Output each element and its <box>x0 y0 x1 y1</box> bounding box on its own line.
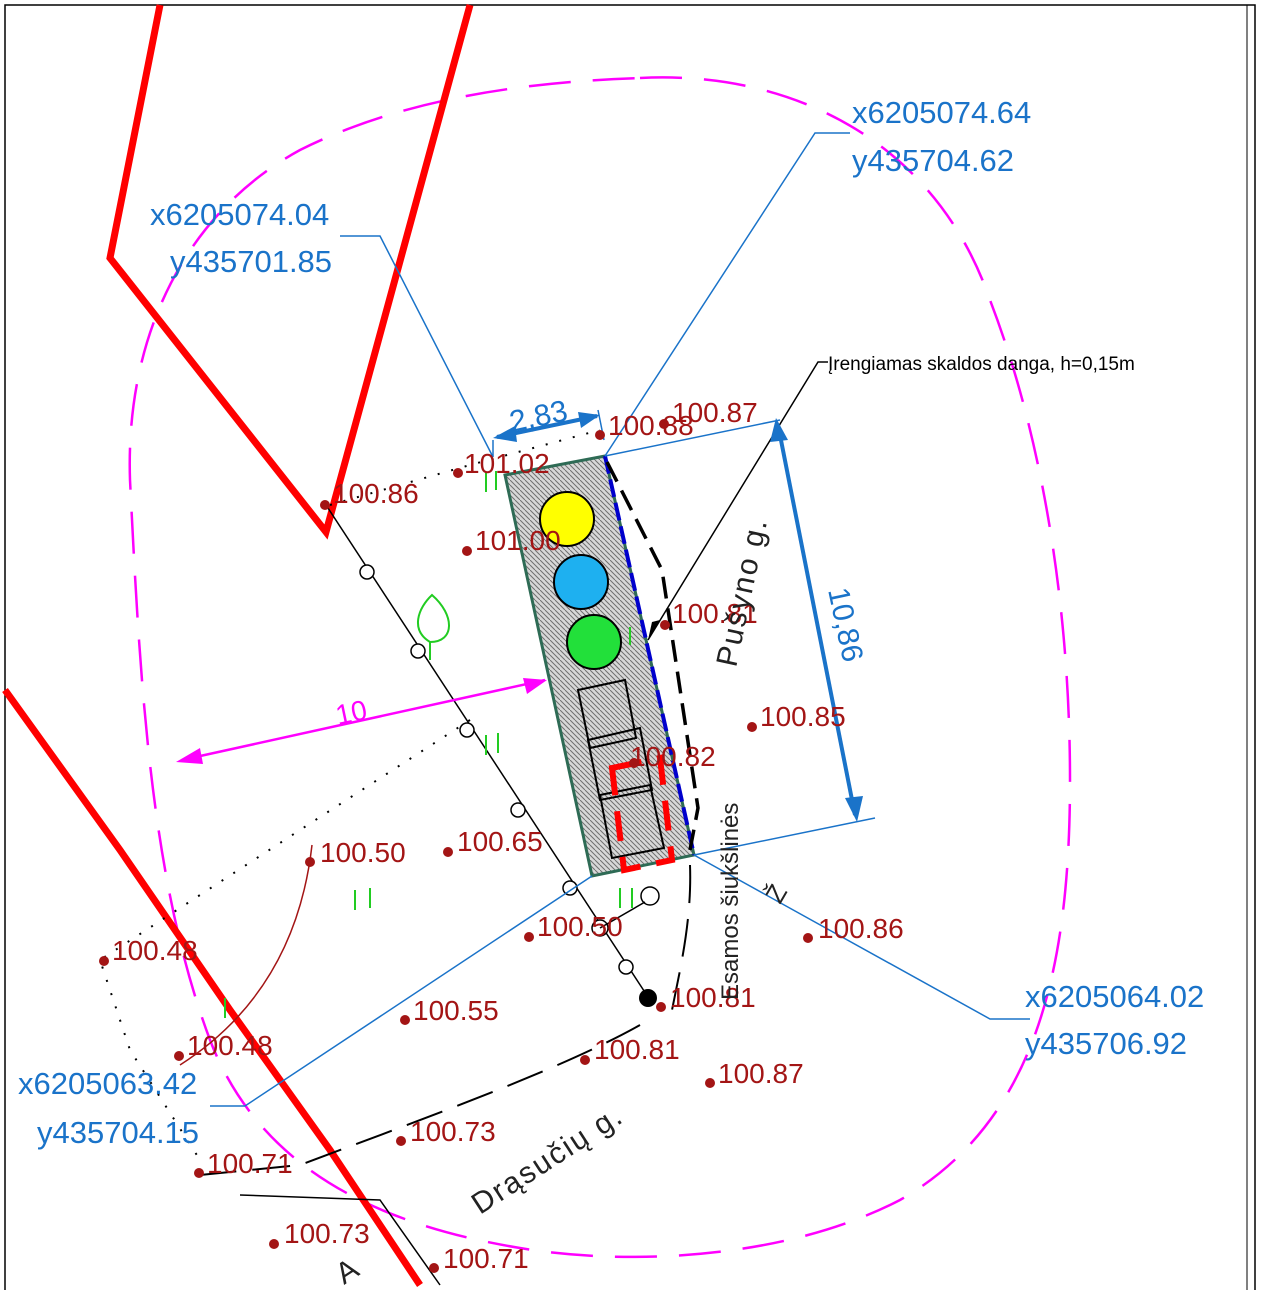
parcel-boundary-south <box>2 687 423 1287</box>
leader-ne <box>604 132 850 457</box>
protection-zone <box>128 76 1072 1259</box>
elev-9: 100.50 <box>320 837 406 868</box>
leader-lines <box>210 132 1030 1107</box>
elev-6: 100.81 <box>672 598 758 629</box>
elev-14: 100.55 <box>413 995 499 1026</box>
existing-bins-outline <box>608 754 676 874</box>
elev-3: 101.02 <box>464 448 550 479</box>
elev-15: 100.81 <box>670 982 756 1013</box>
elev-18: 100.87 <box>718 1058 804 1089</box>
elev-2: 100.88 <box>608 410 694 441</box>
north-mark: Ž <box>759 878 794 908</box>
elev-19: 100.73 <box>410 1116 496 1147</box>
elev-12: 100.50 <box>537 911 623 942</box>
elev-11: 100.86 <box>818 913 904 944</box>
note-leader <box>647 361 828 641</box>
dim-length: 10,86 <box>821 585 869 665</box>
elev-16: 100.48 <box>187 1030 273 1061</box>
paving-note: Įrengiamas skaldos danga, h=0,15m <box>828 354 1135 375</box>
coord-ne-x: x6205074.64 <box>852 95 1031 130</box>
pole-1 <box>359 564 375 580</box>
road-edges <box>199 864 692 1176</box>
elev-1: 100.87 <box>672 397 758 428</box>
bin-blue <box>553 554 609 610</box>
well-marker <box>639 989 657 1007</box>
parcel-boundary-south-end <box>239 1194 441 1286</box>
coordinate-labels: x6205074.04 y435701.85 x6205074.64 y4357… <box>18 95 1204 1150</box>
pole-5 <box>562 880 578 896</box>
elevation-labels: 100.87 100.88 101.02 100.86 101.00 100.8… <box>112 397 904 1274</box>
elevation-points <box>99 419 813 1273</box>
elev-5: 101.00 <box>475 525 561 556</box>
pole-tie <box>599 901 646 929</box>
utility-line <box>325 504 651 1001</box>
elev-8: 100.82 <box>630 741 716 772</box>
street-a: A <box>330 1251 366 1290</box>
dim-width: 2,83 <box>507 394 571 438</box>
elev-7: 100.85 <box>760 701 846 732</box>
dim-distance: 10 <box>333 694 370 731</box>
drawing-frame <box>4 4 1256 1290</box>
utility-poles <box>359 564 660 975</box>
coord-sw-y: y435704.15 <box>37 1115 199 1150</box>
coord-nw-y: y435701.85 <box>170 244 332 279</box>
bin-yellow <box>539 491 595 547</box>
coord-se-x: x6205064.02 <box>1025 979 1204 1014</box>
elev-17: 100.81 <box>594 1034 680 1065</box>
green-marks <box>224 471 633 1018</box>
pole-2 <box>410 643 426 659</box>
coord-se-y: y435706.92 <box>1025 1026 1187 1061</box>
tree-symbol <box>416 593 450 660</box>
pole-7 <box>618 959 634 975</box>
existing-curb <box>605 461 700 851</box>
elev-22: 100.71 <box>443 1243 529 1274</box>
pad-compartments <box>576 678 666 860</box>
elev-4: 100.86 <box>333 478 419 509</box>
terrain-curve <box>179 844 313 1066</box>
parcel-boundary-north <box>106 4 474 540</box>
existing-bins-label: Esamos šiukšlinės <box>717 803 744 1000</box>
pole-4 <box>510 802 526 818</box>
leader-se <box>693 854 1030 1020</box>
note-arrow <box>648 620 660 640</box>
coord-nw-x: x6205074.04 <box>150 197 329 232</box>
street-pusyno: Pušyno g. <box>711 514 775 669</box>
elev-21: 100.73 <box>284 1218 370 1249</box>
elev-13: 100.48 <box>112 935 198 966</box>
pad-edge-blue <box>603 455 696 856</box>
leader-nw <box>340 235 494 458</box>
coord-sw-x: x6205063.42 <box>18 1066 197 1101</box>
coord-ne-y: y435704.62 <box>852 143 1014 178</box>
dimension-lines <box>176 409 876 856</box>
elev-10: 100.65 <box>457 826 543 857</box>
pole-8 <box>640 886 660 906</box>
pole-3 <box>459 722 475 738</box>
bin-green <box>566 614 622 670</box>
elev-20: 100.71 <box>207 1148 293 1179</box>
leader-sw <box>210 875 593 1107</box>
